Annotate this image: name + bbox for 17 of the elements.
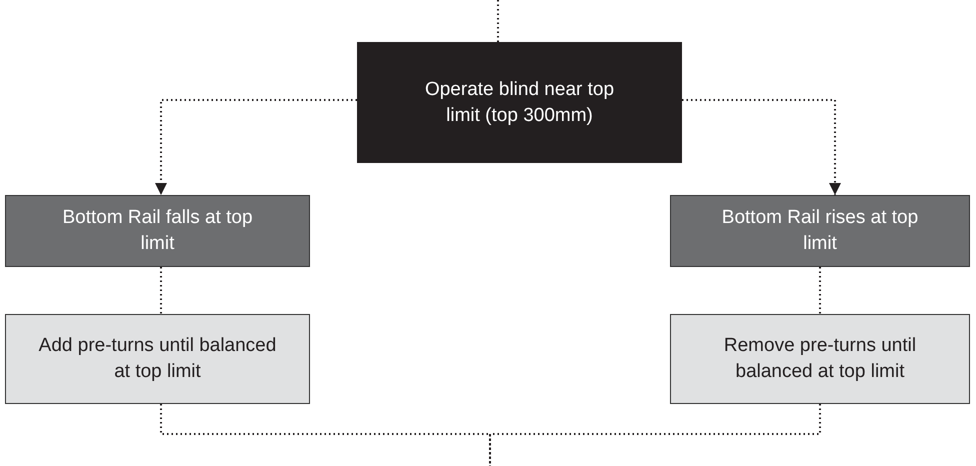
connector <box>160 267 162 314</box>
node-text: Operate blind near top limit (top 300mm) <box>424 78 616 128</box>
action-box <box>5 314 310 404</box>
process-box <box>357 42 682 163</box>
connector <box>489 404 821 466</box>
node-text: Bottom Rail falls at top limit <box>61 206 254 256</box>
connector <box>160 404 491 466</box>
connector <box>497 0 499 42</box>
connector <box>819 267 821 314</box>
action-box <box>670 314 970 404</box>
connector <box>682 99 841 195</box>
node-text: Bottom Rail rises at top limit <box>720 206 920 256</box>
outcome-box <box>670 195 970 267</box>
node-text: Add pre-turns until balanced at top limit <box>38 334 278 384</box>
connector <box>155 99 357 195</box>
node-text: Remove pre-turns until balanced at top limit <box>722 334 918 384</box>
outcome-box <box>5 195 310 267</box>
